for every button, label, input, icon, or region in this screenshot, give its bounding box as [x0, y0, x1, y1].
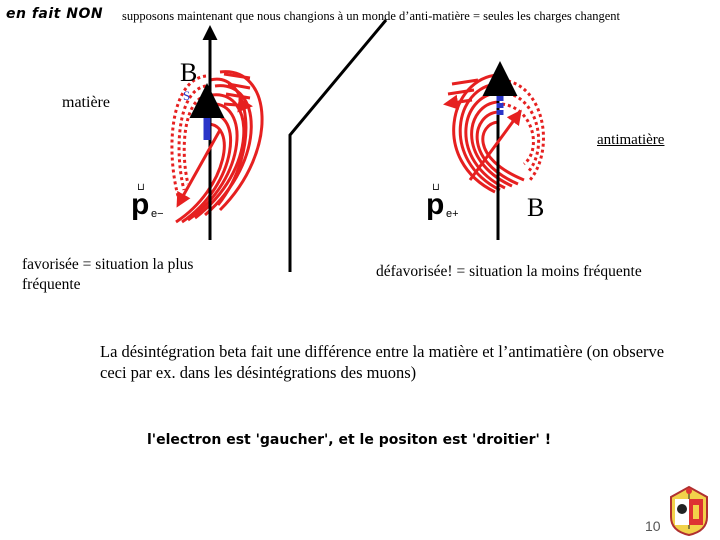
right-field-lines — [446, 73, 545, 194]
momentum-p: p — [426, 188, 445, 221]
right-momentum-arrow — [468, 109, 522, 181]
right-momentum-symbol: ⊔ p e+ — [426, 182, 459, 221]
disfavored-caption: défavorisée! = situation la moins fréque… — [376, 263, 642, 280]
left-momentum-symbol: ⊔ p e− — [131, 182, 164, 221]
spin-label: S — [183, 88, 191, 103]
left-momentum-arrow — [176, 129, 222, 208]
momentum-subscript: e− — [151, 208, 164, 220]
favored-caption: favorisée = situation la plus fréquente — [22, 256, 194, 293]
university-seal-icon — [670, 485, 708, 537]
electron-note: l'electron est 'gaucher', et le positon … — [147, 432, 552, 448]
vector-hat: ⊔ — [432, 182, 440, 193]
left-field-label: B — [180, 58, 198, 87]
vector-hat: ⊔ — [137, 182, 145, 193]
right-field-label: B — [527, 193, 545, 222]
matter-label: matière — [62, 94, 110, 111]
subtitle: supposons maintenant que nous changions … — [122, 9, 621, 23]
momentum-subscript: e+ — [446, 208, 459, 220]
separator-line — [288, 19, 388, 272]
momentum-p: p — [131, 188, 150, 221]
conclusion-text: La désintégration beta fait une différen… — [100, 342, 665, 382]
en-fait-label: en fait NON — [6, 6, 104, 22]
page-number: 10 — [645, 518, 661, 534]
antimatter-label: antimatière — [597, 132, 665, 148]
